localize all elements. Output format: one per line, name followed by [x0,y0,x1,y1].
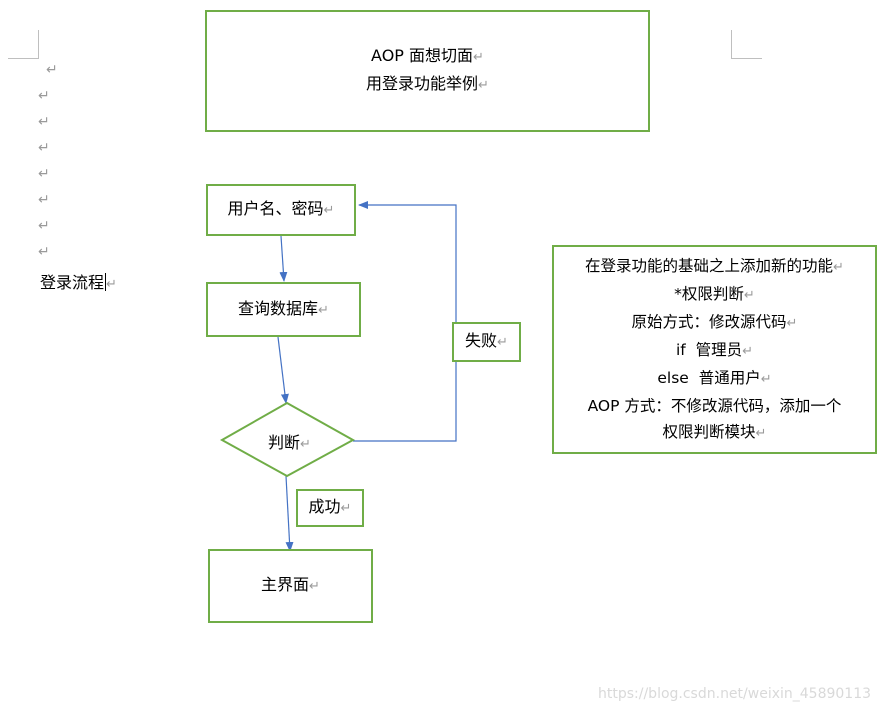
paragraph-mark: ↵ [478,78,489,93]
paragraph-mark: ↵ [38,192,50,208]
title-line-2: 用登录功能举例↵ [366,74,489,93]
step-username-password: 用户名、密码↵ [206,184,356,236]
paragraph-mark: ↵ [755,425,767,441]
paragraph-mark: ↵ [38,88,50,104]
note-line: else 普通用户↵ [657,368,772,387]
paragraph-mark: ↵ [38,114,50,130]
arrow-fail-loop [353,201,457,442]
decision-text: 判断 [268,433,301,452]
paragraph-mark: ↵ [300,437,311,452]
page-corner-top-left [8,30,39,59]
paragraph-mark: ↵ [38,166,50,182]
paragraph-mark: ↵ [309,579,320,594]
arrow-step1-to-step2 [279,235,288,282]
fail-label: 失败 [465,331,498,350]
success-label-box: 成功↵ [296,489,364,527]
page-corner-top-right [731,30,762,59]
arrow-step2-to-decision [277,336,289,404]
paragraph-mark: ↵ [106,277,117,292]
watermark: https://blog.csdn.net/weixin_45890113 [598,686,872,702]
paragraph-mark: ↵ [473,50,484,65]
paragraph-mark: ↵ [760,371,772,387]
note-line: *权限判断↵ [674,284,755,303]
paragraph-mark: ↵ [46,62,58,78]
paragraph-mark: ↵ [497,335,508,350]
note-line: 权限判断模块↵ [662,422,767,441]
step-username-password-label: 用户名、密码 [227,199,324,218]
side-label: 登录流程↵ [40,269,117,293]
decision-label: 判断↵ [268,429,311,453]
note-line: if 管理员↵ [675,340,754,359]
step-query-database: 查询数据库↵ [206,282,361,337]
note-line: AOP 方式：不修改源代码，添加一个 [587,396,842,415]
paragraph-mark: ↵ [340,501,352,516]
paragraph-mark: ↵ [833,259,844,275]
main-interface-label: 主界面 [261,575,310,594]
title-line-1: AOP 面想切面↵ [371,46,484,65]
note-line: 原始方式：修改源代码↵ [631,312,798,331]
main-interface-box: 主界面↵ [208,549,373,623]
paragraph-mark: ↵ [743,287,755,303]
arrow-decision-to-main [285,475,294,552]
step-query-database-label: 查询数据库 [238,298,319,318]
success-label: 成功 [308,497,341,516]
paragraph-mark: ↵ [323,203,335,218]
side-label-text: 登录流程 [40,273,105,292]
note-line: 在登录功能的基础之上添加新的功能↵ [585,256,844,275]
paragraph-mark: ↵ [742,343,754,359]
fail-label-box: 失败↵ [452,322,521,362]
decision-diamond [219,401,356,478]
paragraph-mark: ↵ [38,140,50,156]
paragraph-mark: ↵ [38,218,50,234]
title-box: AOP 面想切面↵ 用登录功能举例↵ [205,10,650,132]
paragraph-mark: ↵ [786,315,798,331]
paragraph-mark: ↵ [38,244,50,260]
note-box: 在登录功能的基础之上添加新的功能↵ *权限判断↵ 原始方式：修改源代码↵ if … [552,245,877,454]
text-cursor [105,273,107,291]
paragraph-mark: ↵ [318,302,329,318]
